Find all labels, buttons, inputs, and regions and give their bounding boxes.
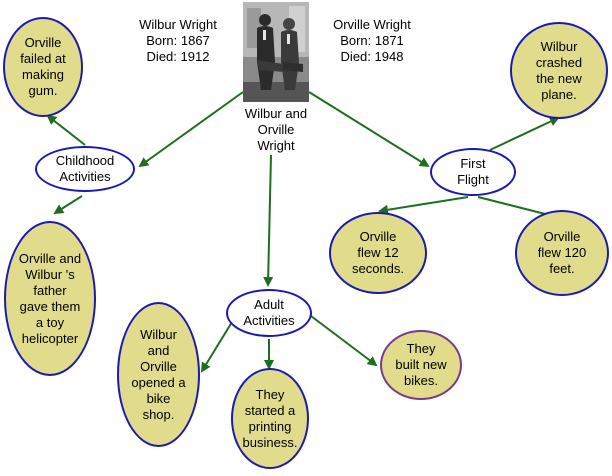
arrow-center-to-adult (263, 154, 274, 287)
fact-bike-shop: Wilbur and Orville opened a bike shop. (117, 302, 200, 447)
arrow-adult-to-bike-shop (200, 321, 233, 373)
portrait-photo-icon (243, 2, 309, 102)
wilbur-info: Wilbur Wright Born: 1867 Died: 1912 (139, 17, 217, 64)
fact-gum: Orville failed at making gum. (3, 17, 83, 117)
fact-crashed: Wilbur crashed the new plane. (510, 22, 608, 119)
fact-helicopter: Orville and Wilbur 's father gave them a… (4, 221, 96, 376)
center-label: Wilbur and Orville Wright (244, 106, 308, 153)
fact-printing: They started a printing business. (231, 368, 309, 469)
topic-adult-activities: Adult Activities (226, 289, 312, 337)
fact-flew-120: Orville flew 120 feet. (515, 210, 609, 296)
orville-info: Orville Wright Born: 1871 Died: 1948 (333, 17, 411, 64)
arrow-childhood-to-gum (46, 114, 86, 146)
wright-brothers-photo (243, 2, 309, 102)
arrow-center-to-childhood (138, 91, 244, 168)
fact-new-bikes: They built new bikes. (380, 330, 462, 400)
arrow-center-to-first-flight (308, 91, 430, 168)
topic-childhood-activities: Childhood Activities (35, 146, 135, 192)
arrow-childhood-to-helicopter (53, 195, 83, 215)
arrow-first-flight-to-crashed (489, 116, 560, 151)
topic-first-flight: First Flight (430, 148, 516, 196)
fact-flew-12: Orville flew 12 seconds. (329, 212, 427, 294)
arrow-adult-to-new-bikes (310, 315, 378, 367)
arrow-first-flight-to-flew-12 (378, 196, 469, 215)
